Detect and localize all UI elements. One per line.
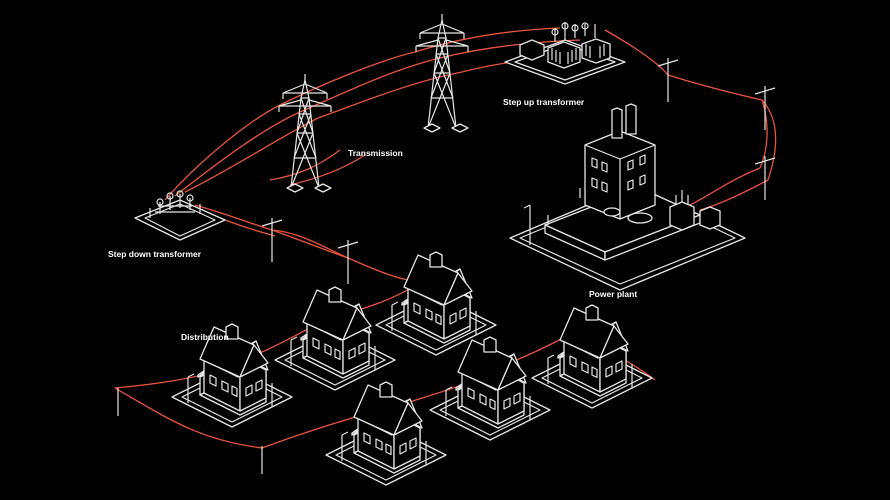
step-down-transformer xyxy=(134,190,226,241)
pole-dist-1 xyxy=(261,217,283,263)
house-4 xyxy=(325,381,447,486)
transmission-wires xyxy=(164,27,777,259)
house-3 xyxy=(375,251,497,356)
label-power-plant: Power plant xyxy=(589,289,638,299)
house-2 xyxy=(274,286,396,391)
label-step-up-transformer: Step up transformer xyxy=(503,97,585,107)
pole-plant-3 xyxy=(754,155,776,201)
label-transmission: Transmission xyxy=(348,148,403,158)
step-up-transformer xyxy=(504,22,626,85)
pole-dist-2 xyxy=(337,239,359,285)
label-step-down-transformer: Step down transformer xyxy=(108,249,202,259)
transmission-tower-2 xyxy=(278,73,332,193)
pole-plant-1 xyxy=(657,57,679,103)
house-6 xyxy=(531,304,653,409)
pole-plant-2 xyxy=(754,85,776,131)
label-distribution: Distribution xyxy=(181,332,229,342)
power-plant xyxy=(509,103,746,291)
